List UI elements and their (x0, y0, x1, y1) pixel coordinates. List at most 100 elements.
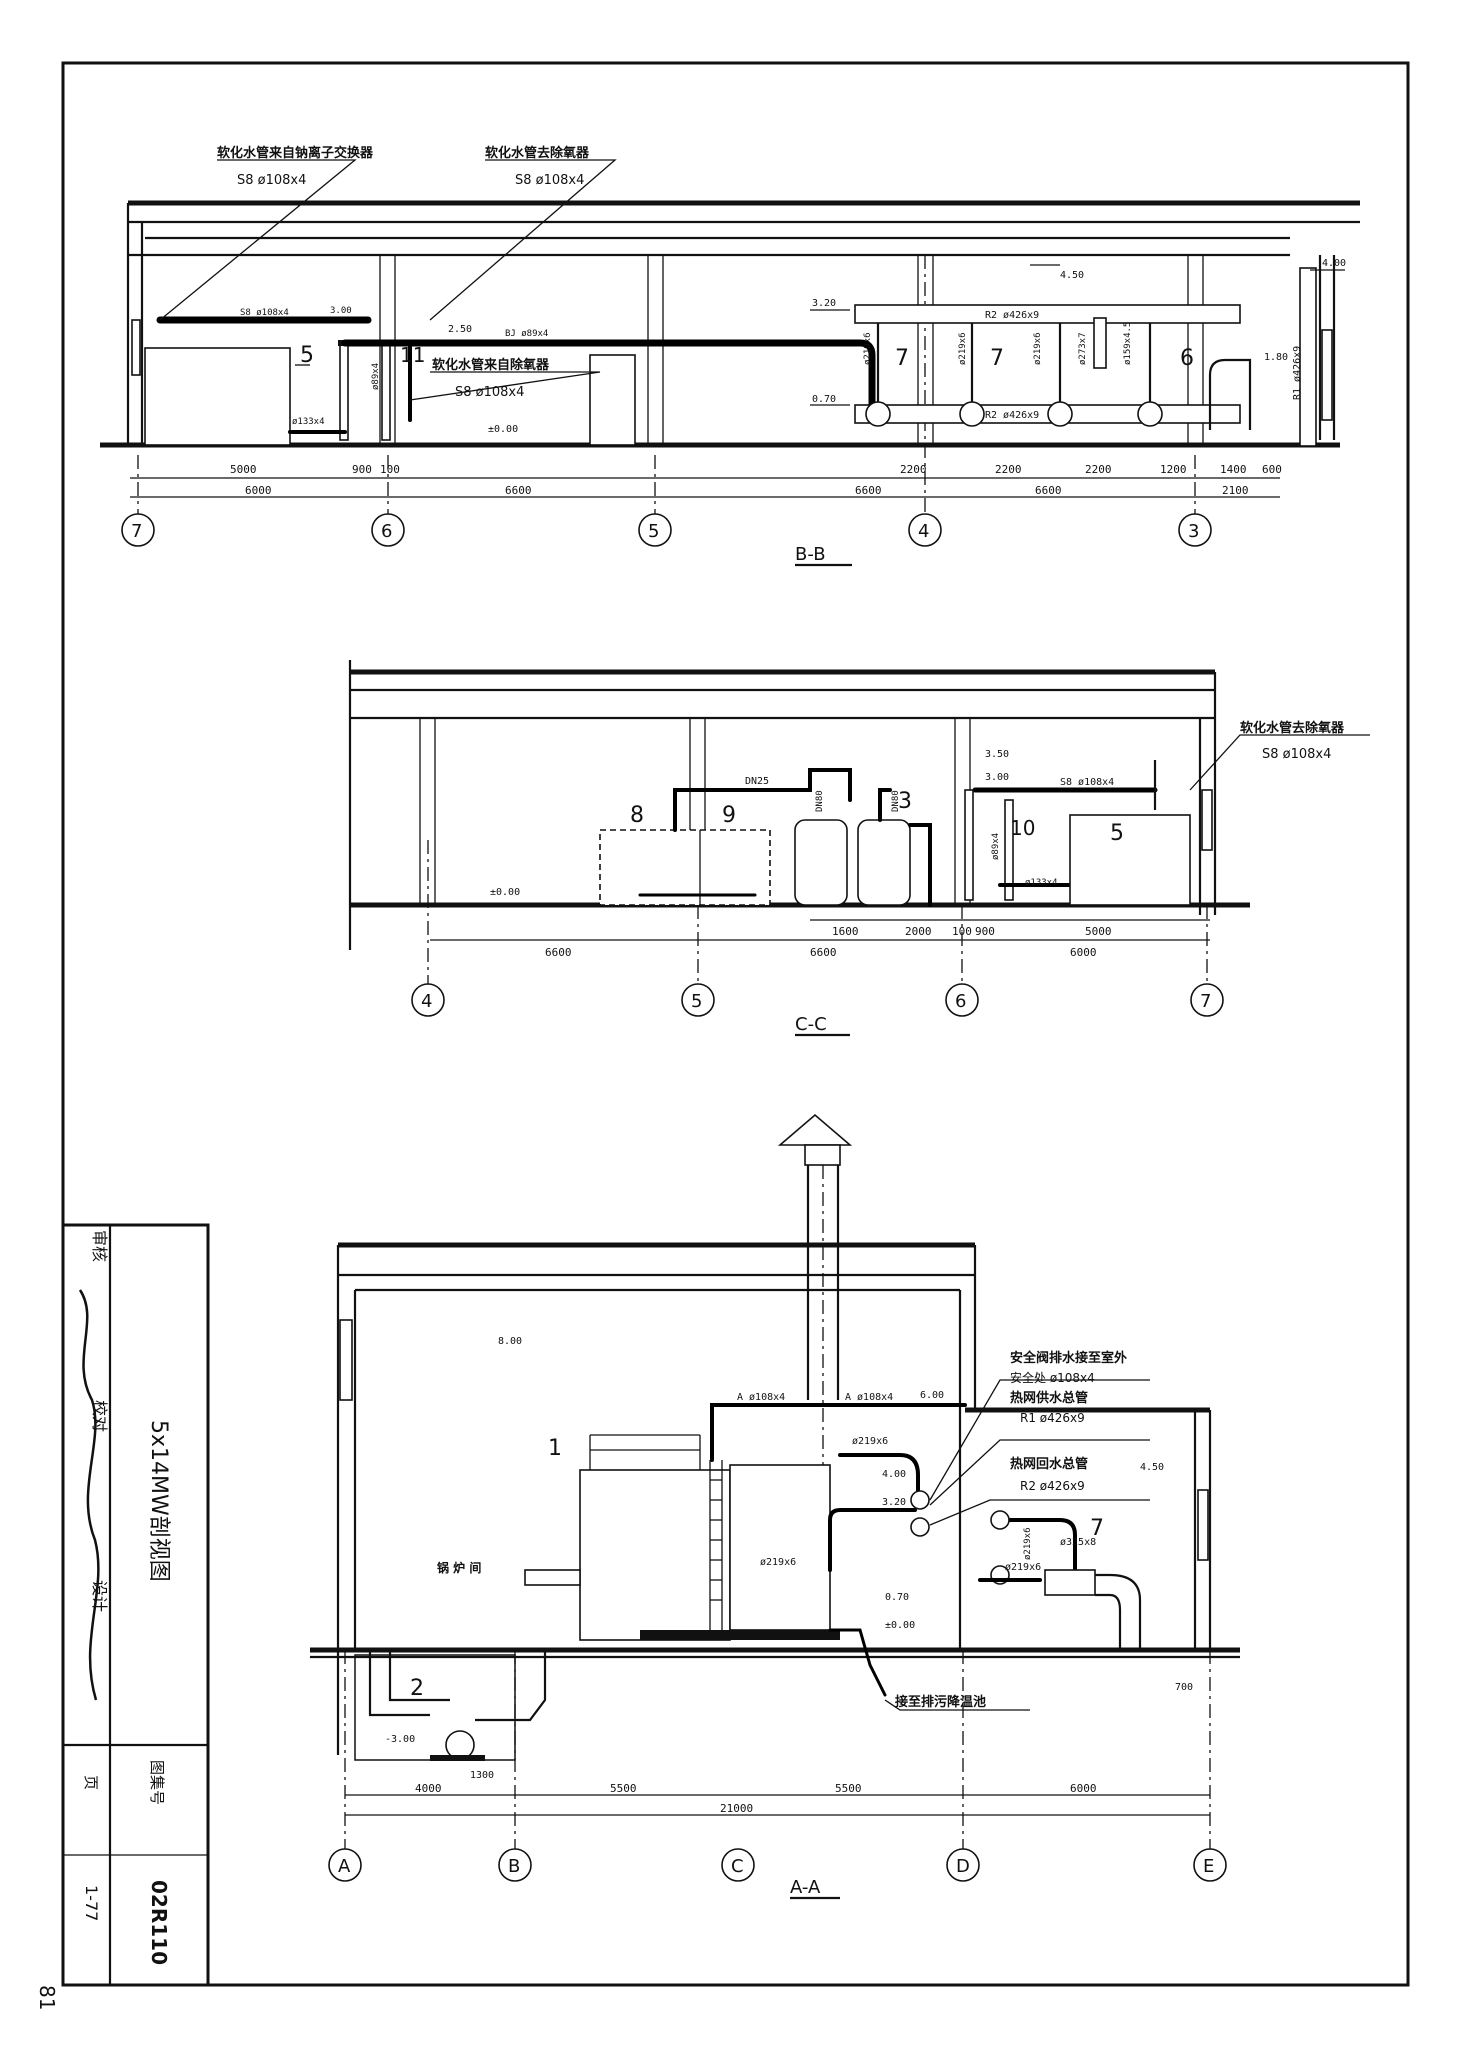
tb-page-no: 1-77 (82, 1885, 101, 1921)
cc-tag-5: 5 (1110, 821, 1124, 846)
aa-dim-700: 700 (1175, 1682, 1193, 1693)
bb-elev-070: 0.70 (812, 394, 836, 405)
aa-axis-label-a: A (338, 1856, 351, 1877)
aa-dim-6000: 6000 (1070, 1782, 1097, 1795)
bb-pipe-159: ø159x4.5 (1123, 322, 1133, 365)
aa-axis-d (946, 1848, 980, 1882)
aa-axis-label-d: D (956, 1856, 970, 1877)
cc-axis-6 (945, 983, 979, 1017)
sheet-border (61, 61, 1410, 1987)
aa-supply-title: 热网供水总管 (1010, 1390, 1088, 1406)
aa-dim-5500a: 5500 (610, 1782, 637, 1795)
bb-callout-from-l1: 软化水管来自除氧器 (432, 357, 550, 373)
aa-pipe-219a: ø219x6 (852, 1436, 888, 1447)
cc-pipe-89: ø89x4 (991, 833, 1001, 860)
tb-design: 设计 (90, 1580, 109, 1612)
cc-s8: S8 ø108x4 (1060, 777, 1114, 788)
bb-elev-400: 4.00 (1322, 258, 1346, 269)
cc-tag-9: 9 (722, 803, 736, 828)
cc-callout-l1: 软化水管去除氧器 (1240, 720, 1345, 736)
cc-axis-label-5: 5 (691, 991, 702, 1012)
bb-axis-6 (371, 513, 405, 547)
cc-tag-3: 3 (898, 789, 912, 814)
cc-axis-7 (1190, 983, 1224, 1017)
cc-dn25: DN25 (745, 776, 769, 787)
section-aa (310, 1113, 1240, 1900)
cc-elev-000: ±0.00 (490, 887, 520, 898)
bb-axis-5 (638, 513, 672, 547)
bb-elev-250: 2.50 (448, 324, 472, 335)
title-block (61, 1223, 210, 1987)
bb-dim-1400: 1400 (1220, 463, 1247, 476)
cc-axis-label-4: 4 (421, 991, 432, 1012)
aa-a108b: A ø108x4 (845, 1392, 893, 1403)
aa-supply-pipe: R1 ø426x9 (1020, 1411, 1085, 1425)
aa-axis-b (498, 1848, 532, 1882)
tb-atlas-label: 图集号 (148, 1760, 166, 1805)
page-number: 81 (35, 1985, 59, 2010)
bb-axis-label-3: 3 (1188, 521, 1199, 542)
aa-elev-000: ±0.00 (885, 1620, 915, 1631)
aa-pipe-219b: ø219x6 (760, 1557, 796, 1568)
aa-dim-21000: 21000 (720, 1802, 753, 1815)
bb-pipe-bj: BJ ø89x4 (505, 329, 548, 339)
bb-dim-6600c: 6600 (1035, 484, 1062, 497)
aa-elev-320: 3.20 (882, 1497, 906, 1508)
cc-dn80b: DN80 (891, 790, 901, 812)
section-bb (100, 159, 1360, 567)
bb-elev-180: 1.80 (1264, 352, 1288, 363)
bb-axis-7 (121, 513, 155, 547)
bb-tag-7a: 7 (895, 346, 909, 371)
bb-axis-3 (1178, 513, 1212, 547)
bb-callout-to-l2: S8 ø108x4 (515, 173, 584, 188)
aa-axis-label-b: B (508, 1856, 520, 1877)
cc-dim-6000: 6000 (1070, 946, 1097, 959)
cc-dim-6600a: 6600 (545, 946, 572, 959)
aa-elev-800: 8.00 (498, 1336, 522, 1347)
bb-dim-5000: 5000 (230, 463, 257, 476)
aa-a108a: A ø108x4 (737, 1392, 785, 1403)
bb-dim-6600b: 6600 (855, 484, 882, 497)
bb-dim-6000: 6000 (245, 484, 272, 497)
bb-axis-4 (908, 513, 942, 547)
bb-tag-5: 5 (300, 343, 314, 368)
bb-r2-top: R2 ø426x9 (985, 310, 1039, 321)
cc-title: C-C (795, 1014, 827, 1035)
bb-pipe-273: ø273x7 (1078, 332, 1088, 365)
cc-axis-4 (411, 983, 445, 1017)
aa-dim-5500b: 5500 (835, 1782, 862, 1795)
aa-return-pipe: R2 ø426x9 (1020, 1479, 1085, 1493)
bb-dim-600: 600 (1262, 463, 1282, 476)
cc-pipe-133: ø133x4 (1025, 878, 1058, 888)
aa-pipe-325: ø325x8 (1060, 1537, 1096, 1548)
aa-drain: 接至排污降温池 (895, 1694, 986, 1710)
cc-tag-10: 10 (1010, 816, 1035, 840)
tb-atlas-no: 02R110 (147, 1880, 171, 1965)
cc-dim-6600b: 6600 (810, 946, 837, 959)
cc-axis-label-7: 7 (1200, 991, 1211, 1012)
bb-pipe-s8: S8 ø108x4 (240, 308, 289, 318)
bb-dim-100: 100 (380, 463, 400, 476)
bb-elev-320: 3.20 (812, 298, 836, 309)
aa-safety-title: 安全阀排水接至室外 (1010, 1350, 1127, 1366)
cc-dim-100: 100 (952, 925, 972, 938)
bb-elev-450: 4.50 (1060, 270, 1084, 281)
bb-pipe-219a: ø219x6 (863, 332, 873, 365)
aa-axis-e (1193, 1848, 1227, 1882)
aa-axis-a (328, 1848, 362, 1882)
tb-review: 审核 (90, 1230, 109, 1262)
aa-dim-1300: 1300 (470, 1770, 494, 1781)
cc-elev-350: 3.50 (985, 749, 1009, 760)
bb-callout-ion-l2: S8 ø108x4 (237, 173, 306, 188)
bb-title: B-B (795, 544, 826, 565)
aa-title: A-A (790, 1877, 821, 1898)
bb-callout-from-l2: S8 ø108x4 (455, 385, 524, 400)
cc-dim-1600: 1600 (832, 925, 859, 938)
bb-axis-label-5: 5 (648, 521, 659, 542)
aa-axis-label-e: E (1203, 1856, 1214, 1877)
aa-tag-1: 1 (548, 1436, 562, 1461)
cc-dim-900: 900 (975, 925, 995, 938)
bb-tag-7b: 7 (990, 346, 1004, 371)
bb-dim-2200b: 2200 (995, 463, 1022, 476)
